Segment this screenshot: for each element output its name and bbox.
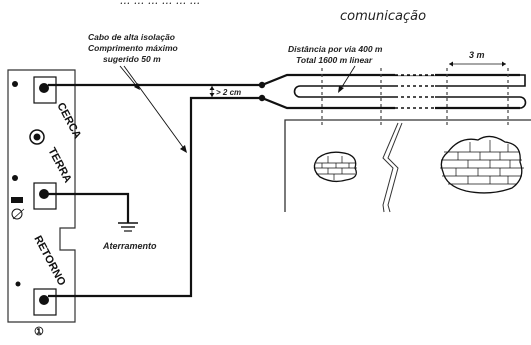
terminal-retorno-screw bbox=[39, 295, 49, 305]
wall-outline bbox=[284, 119, 531, 212]
fence-wire-node bbox=[258, 81, 266, 89]
brick-patch-large-outline bbox=[440, 135, 523, 194]
board-footnote: ① bbox=[34, 326, 44, 338]
cable-pointer-top-line bbox=[119, 65, 139, 89]
cable-label-line3: sugerido 50 m bbox=[103, 54, 161, 64]
board-hole-top bbox=[12, 81, 18, 87]
distance-pointer-line bbox=[339, 65, 356, 91]
gap-dimension: > 2 cm bbox=[209, 86, 241, 97]
distance-pointer-arrow bbox=[338, 86, 344, 93]
terminal-terra-screw bbox=[39, 189, 49, 199]
ground-connection: Aterramento bbox=[48, 192, 157, 251]
gap-arrow-bottom bbox=[209, 93, 215, 97]
small-led-icon bbox=[11, 208, 23, 220]
cable-pointer-bottom-line bbox=[123, 65, 186, 151]
brick-patch-large bbox=[440, 135, 524, 194]
fence-posts bbox=[321, 68, 509, 128]
wall-crack-b bbox=[387, 122, 403, 213]
cable-pointer-top-arrow bbox=[134, 83, 140, 90]
brick-patch-small bbox=[313, 151, 357, 183]
wall bbox=[284, 119, 531, 213]
board-hole-bottom bbox=[15, 281, 21, 287]
distance-label-line2: Total 1600 m linear bbox=[296, 55, 373, 65]
gap-arrow-top bbox=[209, 86, 215, 90]
cable-pointer-bottom-arrow bbox=[180, 145, 187, 153]
small-led-mark bbox=[12, 208, 25, 220]
brick-patch-small-outline bbox=[313, 151, 357, 183]
cable-label-line2: Comprimento máximo bbox=[88, 43, 178, 53]
board-outline bbox=[7, 69, 76, 323]
terminal-cerca-screw bbox=[39, 83, 49, 93]
terminal-cerca-label: CERCA bbox=[54, 101, 83, 141]
indicator-led bbox=[33, 133, 41, 141]
wall-crack-a bbox=[382, 122, 399, 213]
indicator-led-ring bbox=[29, 129, 45, 145]
fence-wire-loop-2 bbox=[293, 85, 520, 98]
distance-annotation: Distância por via 400 m Total 1600 m lin… bbox=[288, 44, 383, 93]
board-hole-middle bbox=[12, 175, 18, 181]
distance-label-line1: Distância por via 400 m bbox=[288, 44, 383, 54]
cable-label-line1: Cabo de alta isolação bbox=[88, 32, 175, 42]
switch-icon bbox=[11, 197, 23, 203]
spacing-arrow-right bbox=[502, 61, 506, 67]
fence-wires bbox=[293, 70, 527, 111]
terminal-terra-label: TERRA bbox=[45, 146, 73, 185]
fence-wire-loop-3 bbox=[519, 96, 527, 109]
fence-output-wire bbox=[48, 73, 520, 87]
spacing-arrow-left bbox=[449, 61, 453, 67]
return-wire bbox=[48, 96, 520, 298]
terminal-retorno-label: RETORNO bbox=[31, 234, 68, 288]
ground-label: Aterramento bbox=[102, 241, 157, 251]
gap-label: > 2 cm bbox=[216, 88, 241, 97]
spacing-label: 3 m bbox=[469, 50, 485, 60]
energizer-board: CERCA TERRA RETORNO ① bbox=[7, 69, 83, 338]
header-communication-text: comunicação bbox=[340, 9, 426, 24]
post-spacing-dimension: 3 m bbox=[449, 50, 506, 67]
cable-annotation: Cabo de alta isolação Comprimento máximo… bbox=[88, 32, 187, 153]
return-wire-node bbox=[258, 94, 266, 102]
header-cropped-text: ... ... ... ... ... ... bbox=[120, 0, 200, 7]
ground-wire bbox=[48, 192, 130, 223]
